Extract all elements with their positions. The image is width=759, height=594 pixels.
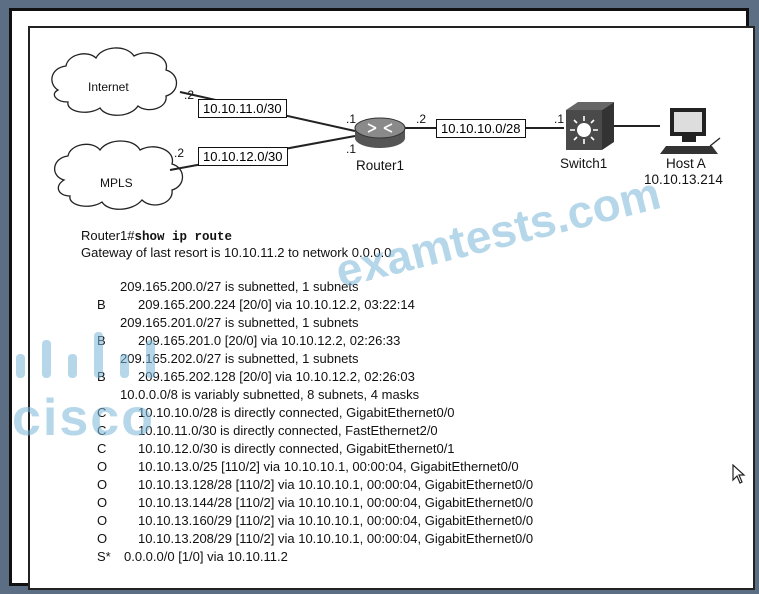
route-code: O xyxy=(97,459,108,474)
mouse-cursor-icon xyxy=(732,464,746,484)
route-text: 10.10.13.0/25 [110/2] via 10.10.10.1, 00… xyxy=(138,459,519,474)
subnet-box-lan: 10.10.10.0/28 xyxy=(436,119,526,138)
cisco-bars-icon xyxy=(16,332,155,378)
route-code: O xyxy=(97,531,108,546)
mpls-label: MPLS xyxy=(100,176,133,190)
cli-command: show ip route xyxy=(134,230,233,244)
route-text: 10.10.13.160/29 [110/2] via 10.10.10.1, … xyxy=(138,513,534,528)
internet-host-address: .2 xyxy=(184,88,195,102)
figure-frame: Internet MPLS .2 .2 .1 .1 .2 .1 10.10.11… xyxy=(9,8,755,590)
router-icon xyxy=(354,117,406,148)
router-fa20-address: .1 xyxy=(346,112,357,126)
host-label: Host A xyxy=(666,156,706,171)
route-code: B xyxy=(97,297,106,312)
route-header-text: 209.165.201.0/27 is subnetted, 1 subnets xyxy=(120,315,359,330)
route-text: 209.165.201.0 [20/0] via 10.10.12.2, 02:… xyxy=(138,333,401,348)
route-code: C xyxy=(97,423,107,438)
internet-label: Internet xyxy=(88,80,129,94)
internet-cloud xyxy=(51,47,178,116)
route-code: O xyxy=(97,495,108,510)
route-text: 209.165.200.224 [20/0] via 10.10.12.2, 0… xyxy=(138,297,415,312)
route-text: 10.10.10.0/28 is directly connected, Gig… xyxy=(138,405,455,420)
cisco-watermark-logo: cisco xyxy=(12,389,155,447)
route-code: O xyxy=(97,513,108,528)
route-code: O xyxy=(97,477,108,492)
route-text: 209.165.202.128 [20/0] via 10.10.12.2, 0… xyxy=(138,369,415,384)
route-text: 10.10.13.208/29 [110/2] via 10.10.10.1, … xyxy=(138,531,534,546)
subnet-box-internet: 10.10.11.0/30 xyxy=(198,99,287,118)
router-g01-address: .1 xyxy=(346,142,357,156)
route-code: C xyxy=(97,441,107,456)
computer-icon xyxy=(660,108,721,154)
switch-address: .1 xyxy=(554,112,565,126)
route-header-text: 209.165.200.0/27 is subnetted, 1 subnets xyxy=(120,279,359,294)
route-text: 10.10.13.144/28 [110/2] via 10.10.10.1, … xyxy=(138,495,534,510)
mpls-host-address: .2 xyxy=(174,146,185,160)
gateway-line: Gateway of last resort is 10.10.11.2 to … xyxy=(81,245,392,260)
route-header-text: 209.165.202.0/27 is subnetted, 1 subnets xyxy=(120,351,359,366)
route-text: 10.10.12.0/30 is directly connected, Gig… xyxy=(138,441,455,456)
route-text: 0.0.0.0/0 [1/0] via 10.10.11.2 xyxy=(124,549,288,564)
route-text: 10.10.11.0/30 is directly connected, Fas… xyxy=(138,423,438,438)
host-ip-label: 10.10.13.214 xyxy=(644,172,723,187)
route-text: 10.10.13.128/28 [110/2] via 10.10.10.1, … xyxy=(138,477,534,492)
cli-prompt: Router1# xyxy=(81,228,135,243)
switch-label: Switch1 xyxy=(560,156,608,171)
subnet-box-mpls: 10.10.12.0/30 xyxy=(198,147,288,166)
command-line: Router1#show ip route xyxy=(81,227,232,246)
route-code: S* xyxy=(97,549,111,564)
router-label: Router1 xyxy=(356,158,405,173)
figure-panel: Internet MPLS .2 .2 .1 .1 .2 .1 10.10.11… xyxy=(12,26,755,590)
mpls-cloud xyxy=(54,140,184,210)
router-g00-address: .2 xyxy=(416,112,427,126)
route-code: C xyxy=(97,405,107,420)
switch-icon xyxy=(566,102,614,150)
topology-diagram xyxy=(51,47,721,210)
route-header-text: 10.0.0.0/8 is variably subnetted, 8 subn… xyxy=(120,387,420,402)
